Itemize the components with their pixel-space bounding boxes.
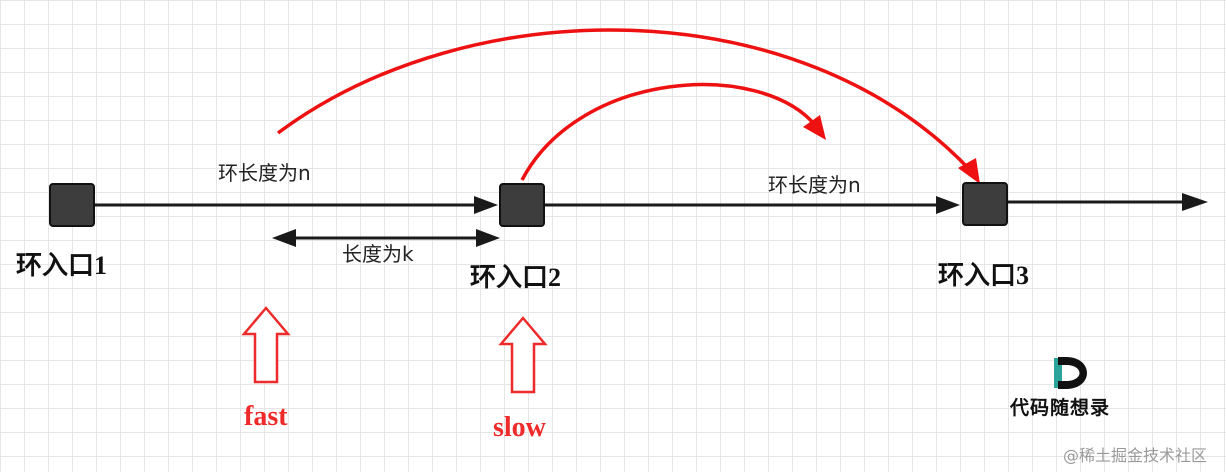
node-entry3 [962,182,1008,226]
slow-pointer-label: slow [493,412,547,443]
distance-arrowhead-right [476,229,500,247]
loop-length-label-2: 环长度为n [768,173,861,197]
link-arrowhead [936,196,960,214]
distance-arrowhead-left [272,229,296,247]
fast-jump-arrowhead [958,158,980,184]
slow-jump-arrowhead [803,115,826,140]
fast-jump-curve [276,28,972,172]
entry1-label: 环入口1 [16,251,107,280]
entry3-label: 环入口3 [938,261,1029,290]
logo: 代码随想录 [1009,357,1110,419]
slow-jump-curve [520,82,817,181]
fast-pointer-arrow-icon [241,306,291,384]
fast-pointer-label: fast [244,401,288,432]
slow-pointer-arrow-icon [498,316,548,394]
distance-k-label: 长度为k [342,242,414,266]
entry2-label: 环入口2 [470,263,561,292]
loop-length-label-1: 环长度为n [218,161,311,185]
logo-text: 代码随想录 [1009,396,1110,419]
node-entry1 [49,183,95,227]
node-entry2 [499,183,545,227]
link-arrowhead [1182,193,1208,211]
logo-mark-icon [1058,357,1087,389]
logo-mark-stem [1054,358,1062,388]
link-arrowhead [474,196,498,214]
watermark: @稀土掘金技术社区 [1063,446,1207,465]
